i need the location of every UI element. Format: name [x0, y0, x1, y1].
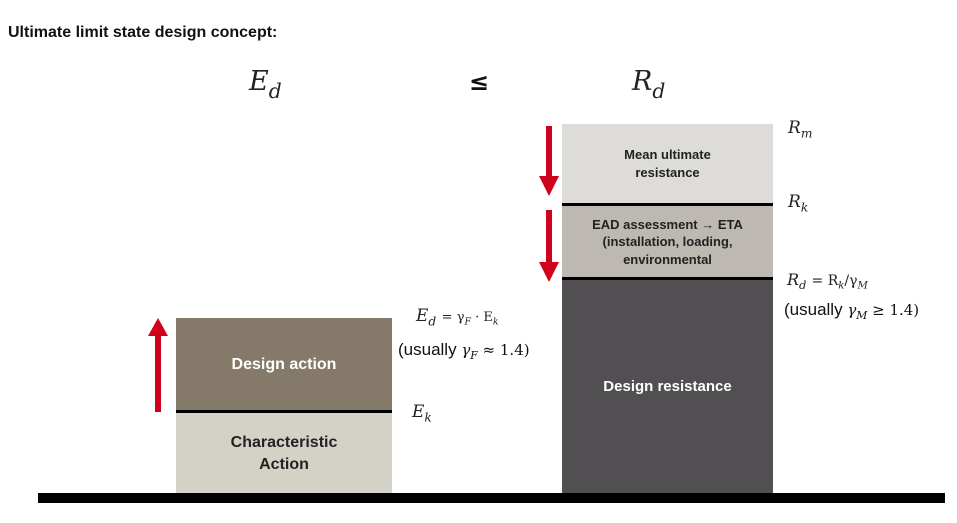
ek-label: Ek: [412, 402, 432, 425]
mean-ultimate-resistance-box: Mean ultimate resistance: [562, 124, 773, 204]
arrow-up-icon: [148, 318, 168, 412]
characteristic-action-box: Characteristic Action: [176, 413, 392, 494]
ed-symbol: Ed: [249, 66, 282, 104]
ead-assessment-box: EAD assessment → ETA (installation, load…: [562, 206, 773, 278]
arrow-down-icon: [539, 210, 559, 282]
design-resistance-box: Design resistance: [562, 280, 773, 494]
rk-label: Rk: [788, 192, 809, 215]
design-action-label: Design action: [231, 355, 337, 373]
rd-formula: Rd = Rk/γM: [787, 270, 868, 293]
mean-ultimate-label: Mean ultimate resistance: [624, 147, 711, 180]
ek-line: [176, 410, 392, 413]
characteristic-action-label: Characteristic Action: [230, 433, 338, 473]
ground-line: [38, 493, 945, 503]
arrow-down-icon: [539, 126, 559, 196]
design-resistance-label: Design resistance: [603, 377, 732, 395]
ed-note: (usually γF ≈ 1.4): [398, 340, 530, 362]
ead-assessment-label: EAD assessment → ETA (installation, load…: [592, 216, 743, 267]
rd-line: [562, 277, 773, 280]
leq-symbol: ≤: [469, 68, 490, 96]
page-title: Ultimate limit state design concept:: [8, 24, 278, 41]
rd-symbol: Rd: [632, 66, 666, 104]
rk-line: [562, 203, 773, 206]
design-action-box: Design action: [176, 318, 392, 411]
ed-formula: Ed = γF · Ek: [416, 306, 499, 329]
rm-label: Rm: [788, 118, 813, 141]
rd-note: (usually γM ≥ 1.4): [784, 300, 920, 322]
